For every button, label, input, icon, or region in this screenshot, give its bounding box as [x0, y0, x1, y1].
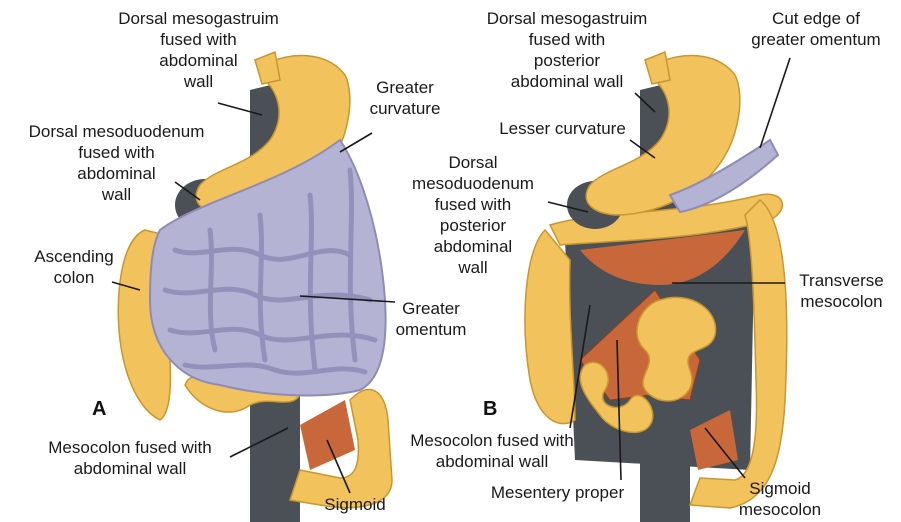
label-a-greater-omentum: Greater omentum	[386, 298, 476, 340]
label-b-mesentery-proper: Mesentery proper	[470, 482, 645, 503]
panel-b-letter: B	[483, 398, 497, 421]
label-a-ascending-colon: Ascending colon	[24, 246, 124, 288]
label-b-transverse-mesocolon: Transverse mesocolon	[784, 270, 899, 312]
label-b-lesser-curvature: Lesser curvature	[480, 118, 645, 139]
label-b-cut-edge: Cut edge of greater omentum	[736, 8, 896, 50]
label-a-dorsal-mesogastrium: Dorsal mesogastruim fused with abdominal…	[86, 8, 311, 92]
leader-b-cut-edge	[760, 58, 790, 148]
label-a-mesocolon-fused: Mesocolon fused with abdominal wall	[20, 437, 240, 479]
label-a-greater-curvature: Greater curvature	[355, 77, 455, 119]
label-b-sigmoid-mesocolon: Sigmoid mesocolon	[725, 478, 835, 520]
label-b-dorsal-mesogastrium: Dorsal mesogastruim fused with posterior…	[452, 8, 682, 92]
leader-a-curvature	[340, 133, 372, 152]
label-b-mesocolon-fused: Mesocolon fused with abdominal wall	[382, 430, 602, 472]
panel-a-letter: A	[92, 398, 106, 421]
label-a-dorsal-mesoduodenum: Dorsal mesoduodenum fused with abdominal…	[4, 121, 229, 205]
panel-a-sigmoid-mesocolon	[300, 400, 355, 470]
label-b-dorsal-mesoduodenum: Dorsal mesoduodenum fused with posterior…	[393, 152, 553, 278]
label-a-sigmoid: Sigmoid	[310, 494, 400, 515]
